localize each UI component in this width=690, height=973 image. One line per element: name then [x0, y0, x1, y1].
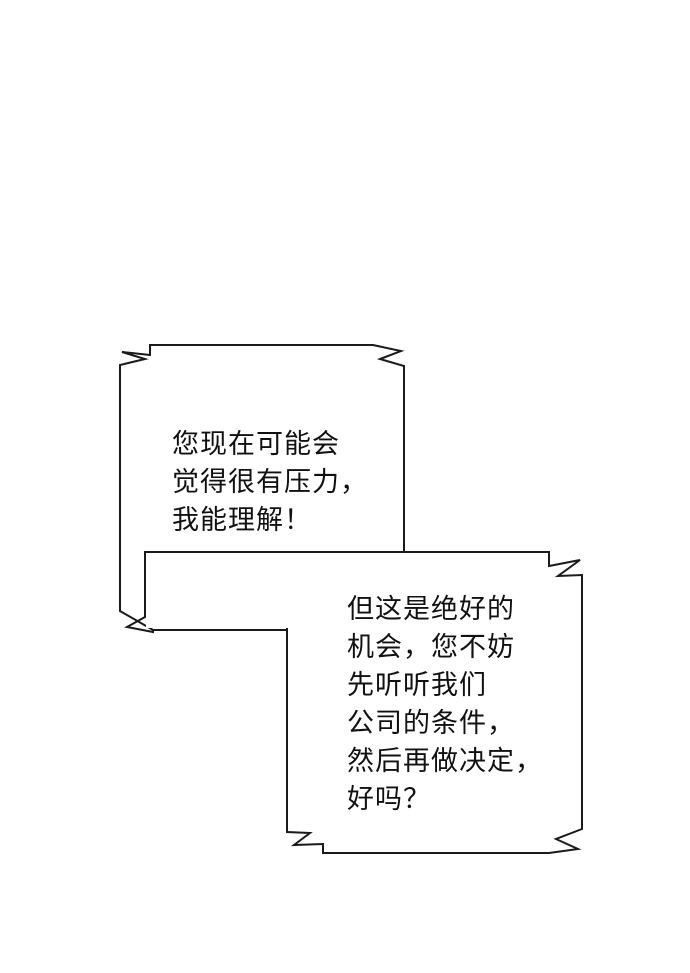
speech-line: 好吗？ — [347, 784, 431, 815]
speech-bubble-1-text: 您现在可能会 觉得很有压力， 我能理解！ — [172, 426, 368, 540]
bubble-join-edge — [153, 629, 288, 632]
speech-bubble-2-text: 但这是绝好的 机会，您不妨 先听听我们 公司的条件， 然后再做决定， 好吗？ — [347, 591, 543, 819]
speech-line: 公司的条件， — [347, 708, 515, 739]
speech-line: 先听听我们 — [347, 670, 487, 701]
speech-line: 然后再做决定， — [347, 746, 543, 777]
bubble-join-cover-2 — [146, 553, 288, 628]
speech-line: 觉得很有压力， — [172, 467, 368, 498]
bubble-join-cover — [288, 553, 403, 631]
speech-line: 您现在可能会 — [172, 429, 340, 460]
speech-bubble-1-outline — [119, 344, 405, 634]
speech-line: 但这是绝好的 — [347, 594, 515, 625]
speech-line: 我能理解！ — [172, 505, 312, 536]
speech-line: 机会，您不妨 — [347, 632, 515, 663]
